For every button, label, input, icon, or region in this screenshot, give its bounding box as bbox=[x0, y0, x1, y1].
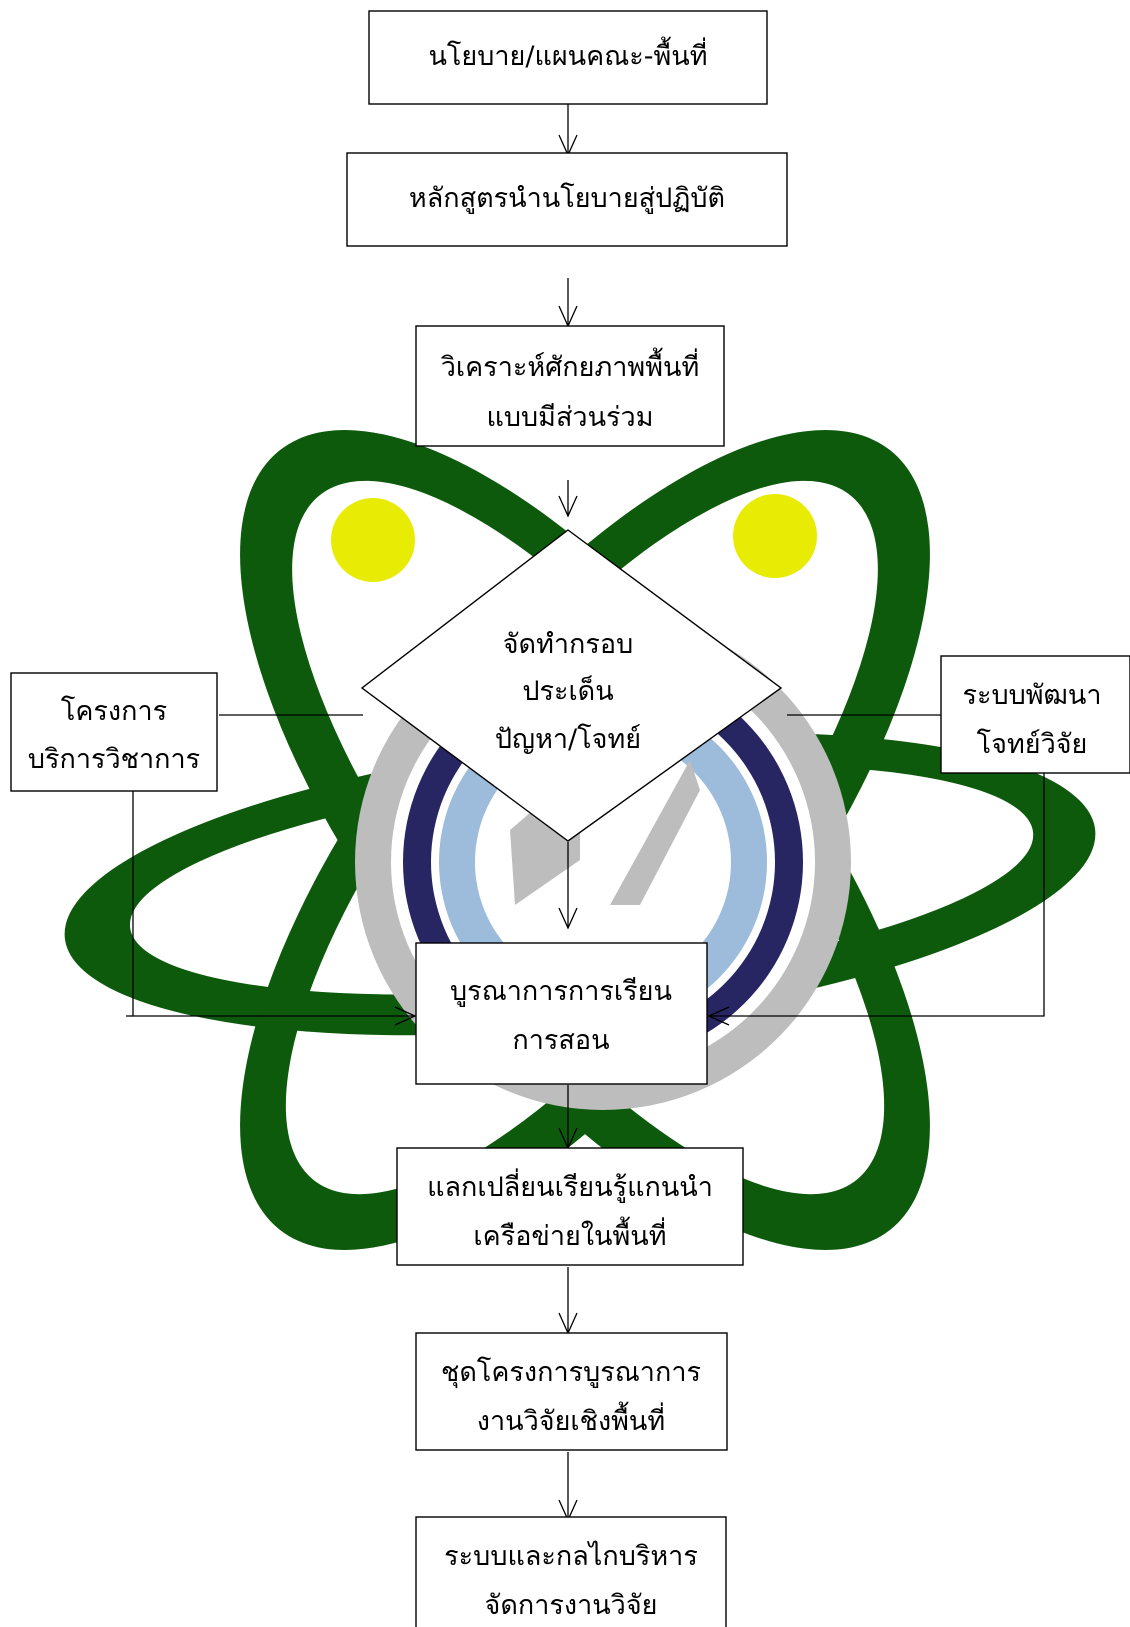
svg-text:ปัญหา/โจทย์: ปัญหา/โจทย์ bbox=[495, 723, 641, 755]
svg-text:เครือข่ายในพื้นที่: เครือข่ายในพื้นที่ bbox=[473, 1216, 666, 1252]
node-policy: นโยบาย/แผนคณะ-พื้นที่ bbox=[368, 10, 768, 105]
svg-text:หลักสูตรนำนโยบายสู่ปฏิบัติ: หลักสูตรนำนโยบายสู่ปฏิบัติ bbox=[409, 183, 725, 214]
node-framework-line-3: ปัญหา/โจทย์ bbox=[495, 723, 641, 755]
node-analysis: วิเคราะห์ศักยภาพพื้นที่ แบบมีส่วนร่วม bbox=[415, 325, 725, 447]
node-framework-line-2: ประเด็น bbox=[522, 673, 613, 707]
node-exchange-line-1: แลกเปลี่ยนเรียนรู้แกนนำ bbox=[427, 1168, 713, 1203]
node-analysis-line-2: แบบมีส่วนร่วม bbox=[486, 402, 653, 433]
node-analysis-line-1: วิเคราะห์ศักยภาพพื้นที่ bbox=[441, 347, 700, 383]
node-exchange-line-2: เครือข่ายในพื้นที่ bbox=[473, 1216, 666, 1252]
svg-text:บริการวิชาการ: บริการวิชาการ bbox=[28, 744, 200, 775]
svg-text:ชุดโครงการบูรณาการ: ชุดโครงการบูรณาการ bbox=[441, 1357, 701, 1389]
node-management: ระบบและกลไกบริหาร จัดการงานวิจัย bbox=[415, 1516, 727, 1627]
node-curriculum: หลักสูตรนำนโยบายสู่ปฏิบัติ bbox=[346, 152, 788, 247]
svg-text:การสอน: การสอน bbox=[512, 1025, 609, 1056]
node-exchange: แลกเปลี่ยนเรียนรู้แกนนำ เครือข่ายในพื้นท… bbox=[396, 1147, 744, 1266]
svg-text:งานวิจัยเชิงพื้นที่: งานวิจัยเชิงพื้นที่ bbox=[477, 1401, 665, 1437]
node-project-set: ชุดโครงการบูรณาการ งานวิจัยเชิงพื้นที่ bbox=[415, 1332, 728, 1451]
node-integration-line-1: บูรณาการการเรียน bbox=[450, 976, 672, 1007]
node-research-dev-line-1: ระบบพัฒนา bbox=[962, 680, 1101, 711]
electron-right bbox=[733, 494, 817, 578]
node-management-line-2: จัดการงานวิจัย bbox=[485, 1590, 658, 1621]
svg-text:โครงการ: โครงการ bbox=[61, 696, 167, 727]
svg-text:แบบมีส่วนร่วม: แบบมีส่วนร่วม bbox=[486, 402, 653, 433]
svg-text:จัดการงานวิจัย: จัดการงานวิจัย bbox=[485, 1590, 658, 1621]
node-management-line-1: ระบบและกลไกบริหาร bbox=[444, 1541, 698, 1572]
svg-text:ประเด็น: ประเด็น bbox=[522, 673, 613, 707]
node-research-dev: ระบบพัฒนา โจทย์วิจัย bbox=[940, 655, 1130, 774]
node-project-set-line-2: งานวิจัยเชิงพื้นที่ bbox=[477, 1401, 665, 1437]
svg-text:ระบบและกลไกบริหาร: ระบบและกลไกบริหาร bbox=[444, 1541, 698, 1572]
node-service-line-2: บริการวิชาการ bbox=[28, 744, 200, 775]
node-integration-line-2: การสอน bbox=[512, 1025, 609, 1056]
electron-left bbox=[331, 498, 415, 582]
node-policy-line-1: นโยบาย/แผนคณะ-พื้นที่ bbox=[428, 36, 707, 72]
svg-text:นโยบาย/แผนคณะ-พื้นที่: นโยบาย/แผนคณะ-พื้นที่ bbox=[428, 36, 707, 72]
node-integration: บูรณาการการเรียน การสอน bbox=[415, 942, 708, 1085]
svg-text:วิเคราะห์ศักยภาพพื้นที่: วิเคราะห์ศักยภาพพื้นที่ bbox=[441, 347, 700, 383]
arrow-researchdev-integration bbox=[709, 763, 1045, 1017]
ring-inner-slash bbox=[610, 760, 700, 905]
node-project-set-line-1: ชุดโครงการบูรณาการ bbox=[441, 1357, 701, 1389]
svg-text:โจทย์วิจัย: โจทย์วิจัย bbox=[977, 728, 1088, 760]
node-curriculum-line-1: หลักสูตรนำนโยบายสู่ปฏิบัติ bbox=[409, 183, 725, 214]
node-research-dev-line-2: โจทย์วิจัย bbox=[977, 728, 1088, 760]
svg-text:แลกเปลี่ยนเรียนรู้แกนนำ: แลกเปลี่ยนเรียนรู้แกนนำ bbox=[427, 1168, 713, 1203]
node-framework-line-1: จัดทำกรอบ bbox=[503, 629, 634, 660]
svg-text:บูรณาการการเรียน: บูรณาการการเรียน bbox=[450, 976, 672, 1007]
connectors bbox=[126, 104, 1045, 1522]
svg-text:ระบบพัฒนา: ระบบพัฒนา bbox=[962, 680, 1101, 711]
svg-text:จัดทำกรอบ: จัดทำกรอบ bbox=[503, 629, 634, 660]
node-service-line-1: โครงการ bbox=[61, 696, 167, 727]
node-service: โครงการ บริการวิชาการ bbox=[10, 672, 218, 792]
node-framework: จัดทำกรอบ ประเด็น ปัญหา/โจทย์ bbox=[360, 529, 783, 842]
